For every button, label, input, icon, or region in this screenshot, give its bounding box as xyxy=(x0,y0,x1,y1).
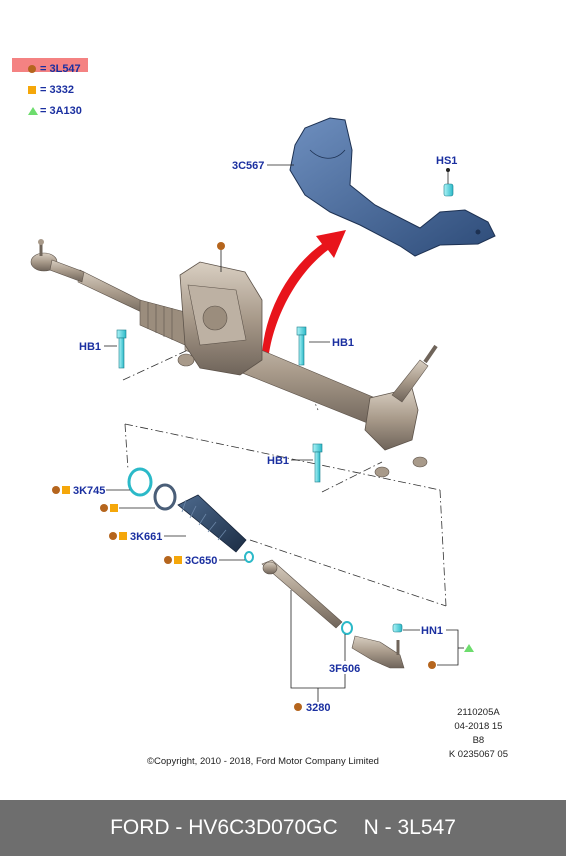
dot-icon xyxy=(294,703,302,711)
boot-3k661 xyxy=(177,494,247,553)
legend-text: = 3332 xyxy=(40,84,74,96)
legend-text: = 3A130 xyxy=(40,105,82,117)
nut-3f606 xyxy=(341,621,353,635)
copyright-text: ©Copyright, 2010 - 2018, Ford Motor Comp… xyxy=(147,756,379,767)
hb1-bolt-icon xyxy=(296,326,307,366)
triangle-icon xyxy=(464,644,474,652)
label-hn1: HN1 xyxy=(421,625,443,637)
dot-icon xyxy=(109,532,117,540)
label-3f606: 3F606 xyxy=(329,663,360,675)
dot-icon xyxy=(100,504,108,512)
dot-icon xyxy=(52,486,60,494)
hb1-bolt-icon xyxy=(312,443,323,483)
label-3k745: 3K745 xyxy=(73,485,105,497)
square-icon xyxy=(28,86,36,94)
label-hb1-mid: HB1 xyxy=(332,337,354,349)
clamp-ring xyxy=(153,483,177,511)
steering-rack xyxy=(30,239,438,478)
label-hs1: HS1 xyxy=(436,155,457,167)
meta-line-4: K 0235067 05 xyxy=(448,749,508,760)
hn1-nut-icon xyxy=(392,623,403,633)
label-hb1-left: HB1 xyxy=(79,341,101,353)
meta-line-1: 2110205A xyxy=(457,707,500,718)
footer-bar: FORD - HV6C3D070GC N - 3L547 xyxy=(0,800,566,856)
triangle-icon xyxy=(28,107,38,115)
meta-line-2: 04-2018 15 xyxy=(454,721,503,732)
square-icon xyxy=(174,556,182,564)
dot-icon xyxy=(428,661,436,669)
label-3280: 3280 xyxy=(306,702,330,714)
clip-3c650 xyxy=(244,551,254,563)
dot-icon xyxy=(217,242,225,250)
label-3c650: 3C650 xyxy=(185,555,217,567)
label-3c567: 3C567 xyxy=(232,160,264,172)
steering-gear-diagram: 3C567 HS1 HB1 HB1 HB1 3K745 3K661 3C650 … xyxy=(30,117,496,714)
dot-icon xyxy=(164,556,172,564)
clamp-3k745 xyxy=(127,467,153,497)
label-3k661: 3K661 xyxy=(130,531,162,543)
square-icon xyxy=(62,486,70,494)
hb1-bolt-icon xyxy=(116,329,127,369)
square-icon xyxy=(110,504,118,512)
tie-rod-end xyxy=(351,635,405,669)
footer-code: N - 3L547 xyxy=(363,816,456,839)
heat-shield xyxy=(289,117,496,257)
legend-text: = 3L547 xyxy=(40,63,81,75)
label-hb1-low: HB1 xyxy=(267,455,289,467)
red-arrow-icon xyxy=(262,230,346,362)
tie-rod-3280 xyxy=(261,559,343,629)
meta-line-3: B8 xyxy=(472,735,485,746)
square-icon xyxy=(119,532,127,540)
footer-part-number: FORD - HV6C3D070GC xyxy=(110,816,338,839)
hs1-clip-icon xyxy=(443,168,454,197)
dot-icon xyxy=(28,65,36,73)
drawing-metadata: 2110205A 04-2018 15 B8 K 0235067 05 xyxy=(449,706,508,762)
